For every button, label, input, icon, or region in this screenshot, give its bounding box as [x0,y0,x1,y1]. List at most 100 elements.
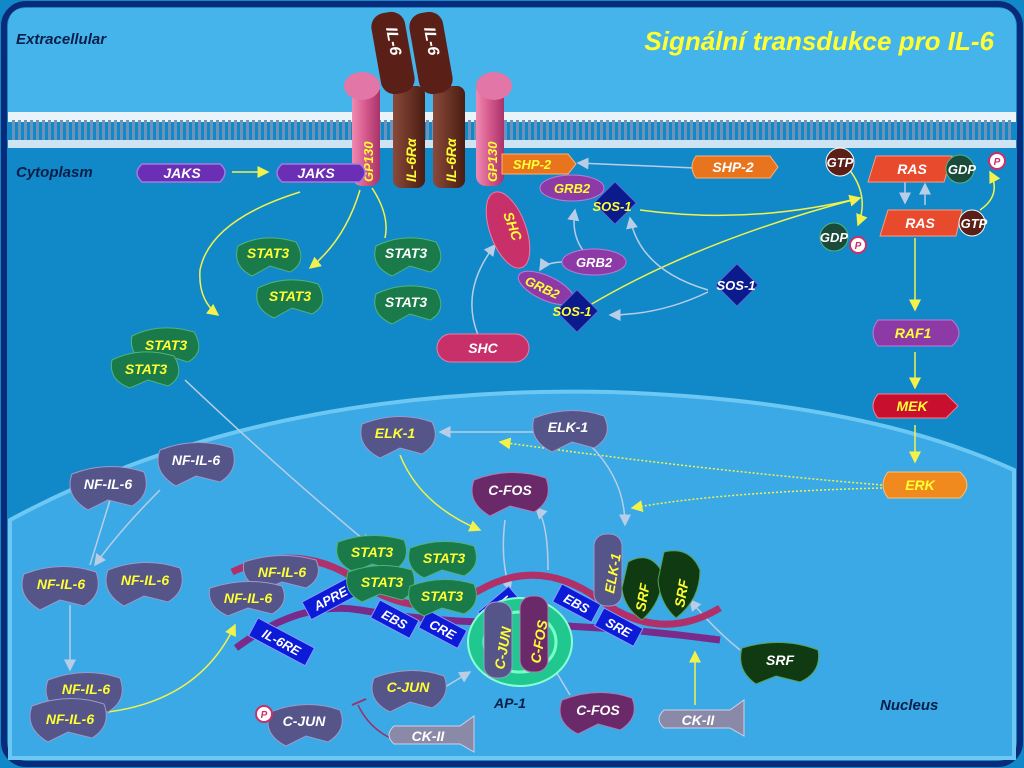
lipid [324,120,327,142]
svg-text:NF-IL-6: NF-IL-6 [172,452,220,468]
svg-text:GDP: GDP [948,162,977,177]
shp2-free: SHP-2 [691,155,779,179]
page-title: Signální transdukce pro IL-6 [644,26,994,56]
lipid [840,120,843,142]
svg-text:GRB2: GRB2 [576,255,613,270]
svg-text:STAT3: STAT3 [247,245,289,261]
lipid [726,120,729,142]
gp130-right-head [476,72,512,100]
stat3-d: STAT3 [374,285,442,325]
arrow-nfil6-a-c [94,489,161,567]
lipid [984,120,987,142]
lipid [948,120,951,142]
gdp-free: GDP P [819,222,867,254]
svg-text:NF-IL-6: NF-IL-6 [121,572,169,588]
lipid [864,120,867,142]
svg-text:GTP: GTP [961,216,988,231]
cfos-bottom: C-FOS [559,691,635,735]
lipid [192,120,195,142]
svg-text:GDP: GDP [820,230,849,245]
lipid [876,120,879,142]
lipid [384,120,387,142]
lipid [60,120,63,142]
lipid [144,120,147,142]
lipid [516,120,519,142]
srf-free: SRF [740,641,820,685]
svg-text:IL-6: IL-6 [420,26,442,57]
il6-ligand-left [371,11,415,95]
stat3-dimer: STAT3 STAT3 [110,327,200,389]
lipid [660,120,663,142]
lipid [804,120,807,142]
lipid [972,120,975,142]
svg-text:STAT3: STAT3 [423,550,465,566]
erk: ERK [882,471,968,499]
lipid [792,120,795,142]
svg-text:C-FOS: C-FOS [576,702,620,718]
svg-text:STAT3: STAT3 [361,574,403,590]
lipid [114,120,117,142]
nfil6-dna: NF-IL-6 NF-IL-6 [208,554,319,617]
lipid [990,120,993,142]
lipid [822,120,825,142]
lipid [786,120,789,142]
lipid [84,120,87,142]
lipid [654,120,657,142]
il6ra-right [433,86,465,188]
lipid [12,120,15,142]
svg-text:RAF1: RAF1 [895,325,932,341]
lipid [924,120,927,142]
svg-text:STAT3: STAT3 [351,544,393,560]
svg-text:SOS-1: SOS-1 [716,278,755,293]
svg-text:NF-IL-6: NF-IL-6 [224,590,272,606]
stat3-c: STAT3 [256,279,324,319]
lipid [468,120,471,142]
cjun-phosphorylated: C-JUN P [255,703,343,747]
lipid [810,120,813,142]
svg-text:ELK-1: ELK-1 [548,419,589,435]
gp130-left-head [344,72,380,100]
svg-text:CK-II: CK-II [682,712,716,728]
svg-text:C-FOS: C-FOS [527,618,550,664]
svg-text:IL-6: IL-6 [382,26,404,57]
lipid [522,120,525,142]
arrow-stat3-to-dna [184,379,372,546]
receptor-complex: GP130 IL-6Rα IL-6Rα GP130 IL-6 IL-6 [344,11,512,188]
lipid [756,120,759,142]
lipid [624,120,627,142]
svg-text:SHP-2: SHP-2 [712,159,753,175]
lipid [600,120,603,142]
grb2-mid: GRB2 [561,248,627,276]
lipid [690,120,693,142]
lipid [828,120,831,142]
lipid [618,120,621,142]
svg-text:GTP: GTP [827,155,854,170]
lipid [552,120,555,142]
lipid [816,120,819,142]
arrow-nfil6-b-c [89,499,111,566]
lipid [846,120,849,142]
lipid [558,120,561,142]
jaks-free: JAKS [136,163,226,183]
svg-text:NF-IL-6: NF-IL-6 [258,564,306,580]
ras-gtp: RAS GTP [879,209,988,237]
lipid [768,120,771,142]
ckii-left: CK-II [388,715,475,753]
stat3-b: STAT3 [374,237,442,277]
lipid [48,120,51,142]
svg-text:SRF: SRF [632,582,653,613]
lipid [288,120,291,142]
lipid [330,120,333,142]
gtp-free: GTP [825,147,855,177]
lipid [30,120,33,142]
lipid [540,120,543,142]
lipid [474,120,477,142]
arrow-tre-cfos [534,506,549,571]
svg-text:NF-IL-6: NF-IL-6 [37,576,85,592]
lipid [24,120,27,142]
svg-text:JAKS: JAKS [297,165,335,181]
jaks-bound: JAKS [276,163,366,183]
arrow-jaks-stat3-right [308,189,361,269]
arrow-shc [471,243,496,336]
